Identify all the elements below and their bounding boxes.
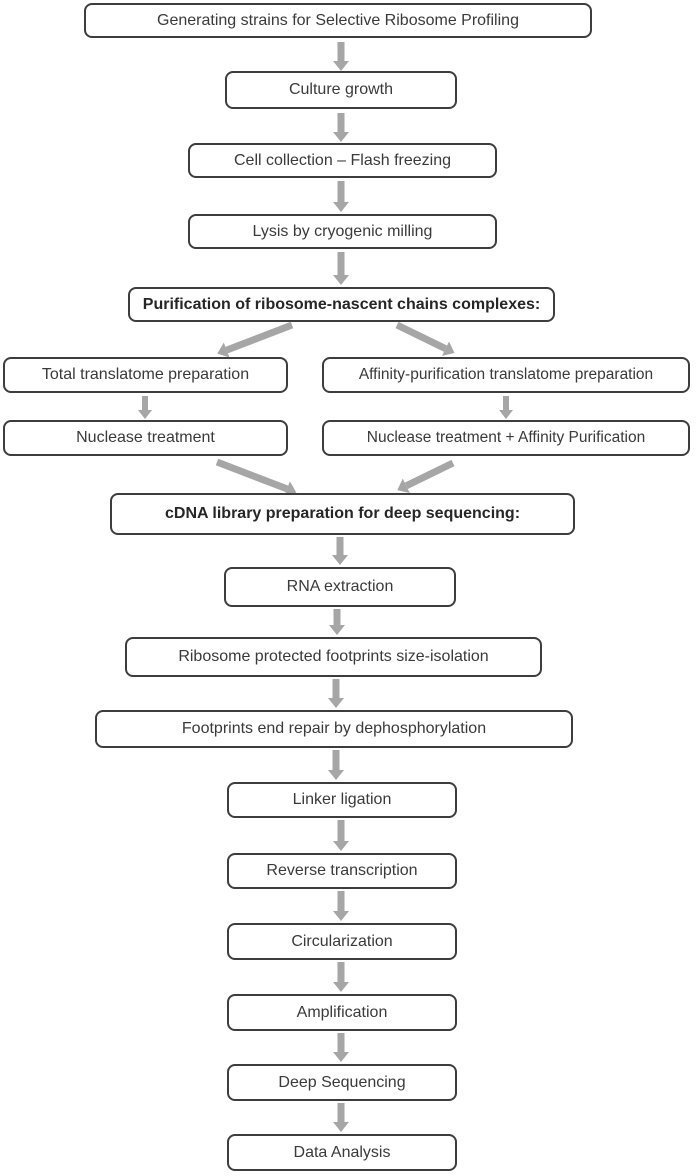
- flow-step-data-analysis: Data Analysis: [227, 1134, 457, 1171]
- flow-step-end-repair: Footprints end repair by dephosphorylati…: [95, 710, 573, 748]
- flow-step-amplification: Amplification: [227, 994, 457, 1031]
- flow-arrow-down-icon: [333, 962, 349, 992]
- flow-arrow-merge-right-icon: [393, 456, 457, 498]
- flow-arrow-down-icon: [329, 609, 345, 635]
- flow-step-generating-strains: Generating strains for Selective Ribosom…: [84, 3, 592, 38]
- flow-arrow-split-right-icon: [393, 318, 459, 361]
- flow-arrow-down-icon: [333, 820, 349, 851]
- flow-step-cell-collection: Cell collection – Flash freezing: [188, 143, 497, 178]
- flow-arrow-down-icon: [333, 181, 349, 212]
- flow-step-purification-header: Purification of ribosome-nascent chains …: [128, 287, 555, 322]
- flow-step-rna-extraction: RNA extraction: [224, 567, 456, 607]
- flow-arrow-down-icon: [328, 750, 344, 780]
- flow-step-culture-growth: Culture growth: [225, 71, 457, 109]
- flow-step-lysis: Lysis by cryogenic milling: [188, 214, 497, 249]
- flow-arrow-down-icon: [332, 537, 348, 565]
- flow-arrow-down-icon: [498, 396, 514, 419]
- flow-step-total-translatome: Total translatome preparation: [3, 357, 288, 393]
- flow-step-affinity-translatome: Affinity-purification translatome prepar…: [322, 357, 690, 393]
- flow-arrow-down-icon: [333, 252, 349, 285]
- flow-arrow-down-icon: [328, 679, 344, 708]
- flow-step-cdna-library-header: cDNA library preparation for deep sequen…: [110, 493, 575, 535]
- flow-step-footprints-size-isolation: Ribosome protected footprints size-isola…: [125, 637, 542, 677]
- flow-step-linker-ligation: Linker ligation: [227, 782, 457, 818]
- flow-step-deep-sequencing: Deep Sequencing: [227, 1064, 457, 1101]
- flow-step-circularization: Circularization: [227, 923, 457, 960]
- flow-step-nuclease-affinity: Nuclease treatment + Affinity Purificati…: [322, 420, 690, 456]
- flow-arrow-down-icon: [333, 891, 349, 921]
- flow-step-nuclease-treatment: Nuclease treatment: [3, 420, 288, 456]
- flow-arrow-down-icon: [333, 113, 349, 142]
- flow-arrow-down-icon: [333, 42, 349, 71]
- flow-arrow-down-icon: [137, 396, 153, 419]
- flow-arrow-down-icon: [333, 1033, 349, 1062]
- flow-arrow-split-left-icon: [214, 318, 294, 362]
- flow-arrow-down-icon: [333, 1103, 349, 1132]
- flow-step-reverse-transcription: Reverse transcription: [227, 853, 457, 889]
